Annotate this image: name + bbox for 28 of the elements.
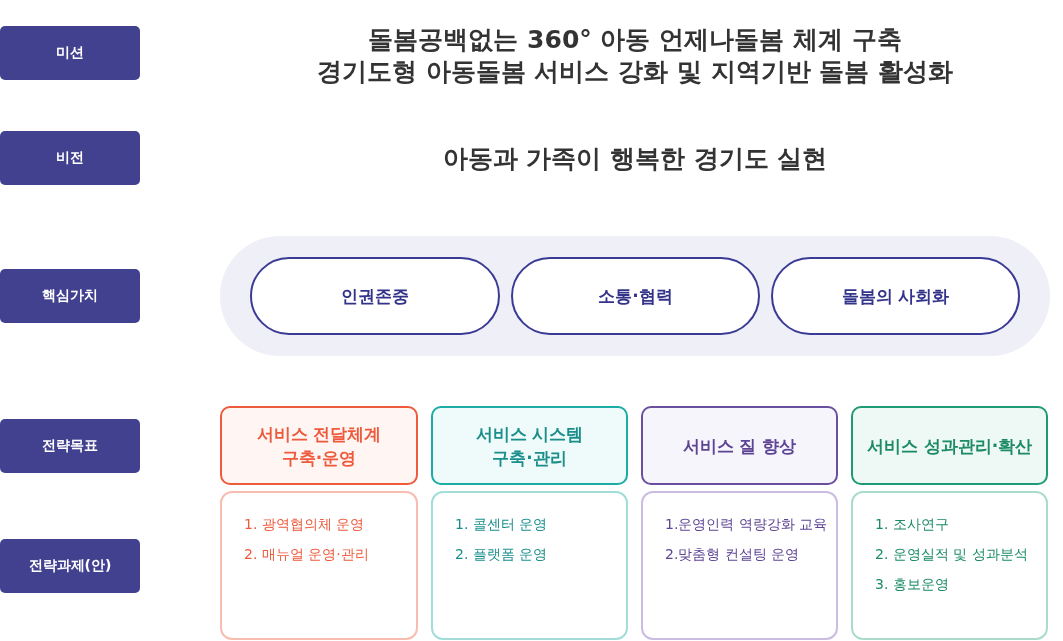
list-item: 1. 광역협의체 운영 (244, 515, 365, 534)
heading-text: 돌봄공백없는 360° 아동 언제나돌봄 체계 구축 (368, 25, 902, 55)
row-header: 전략과제(안) (0, 539, 140, 593)
list-item: 1. 조사연구 (875, 515, 949, 534)
list-item: 2. 운영실적 및 성과분석 (875, 545, 1028, 564)
value-pill: 돌봄의 사회화 (771, 257, 1020, 335)
list-item: 1. 콜센터 운영 (455, 515, 548, 534)
heading-text: 아동과 가족이 행복한 경기도 실현 (442, 144, 828, 174)
list-item: 2. 매뉴얼 운영·관리 (244, 545, 369, 564)
task-card (851, 491, 1048, 640)
task-card (641, 491, 838, 640)
row-header: 전략목표 (0, 419, 140, 473)
heading-text: 경기도형 아동돌봄 서비스 강화 및 지역기반 돌봄 활성화 (317, 57, 953, 87)
goal-box: 서비스 성과관리·확산 (851, 406, 1048, 485)
row-header: 핵심가치 (0, 269, 140, 323)
task-card (431, 491, 628, 640)
goal-box: 서비스 시스템 구축·관리 (431, 406, 628, 485)
row-header: 비전 (0, 131, 140, 185)
value-pill: 인권존중 (250, 257, 500, 335)
task-card (220, 491, 418, 640)
list-item: 3. 홍보운영 (875, 575, 949, 594)
value-pill: 소통·협력 (511, 257, 760, 335)
list-item: 1.운영인력 역량강화 교육 (665, 515, 828, 534)
goal-box: 서비스 전달체계 구축·운영 (220, 406, 418, 485)
list-item: 2.맞춤형 컨설팅 운영 (665, 545, 800, 564)
row-header: 미션 (0, 26, 140, 80)
goal-box: 서비스 질 향상 (641, 406, 838, 485)
list-item: 2. 플랫폼 운영 (455, 545, 548, 564)
